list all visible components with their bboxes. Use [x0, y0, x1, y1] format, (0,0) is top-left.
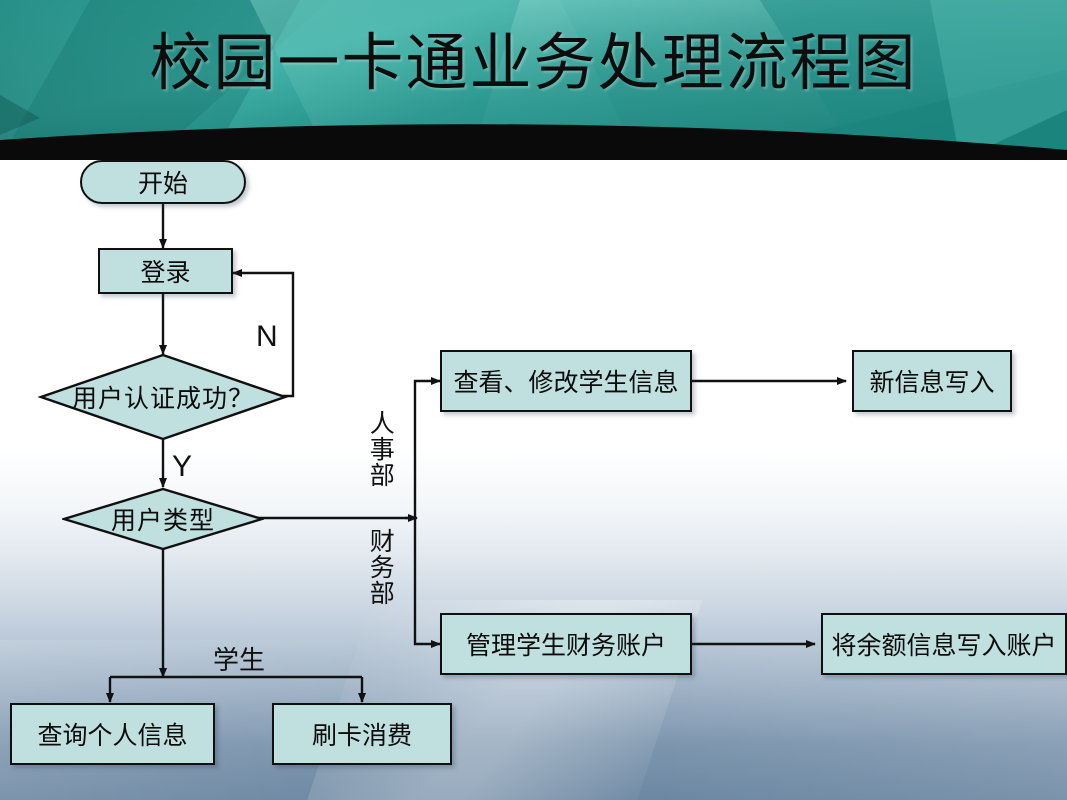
- edge-trunk-managefin: [413, 518, 441, 648]
- node-start-label: 开始: [137, 171, 188, 198]
- node-query-personal-info[interactable]: 查询个人信息: [10, 703, 215, 765]
- diamond-shape-auth: [38, 353, 288, 441]
- node-manage-student-finance-account-label: 管理学生财务账户: [465, 633, 666, 660]
- node-auth-success-label: 用户认证成功？: [71, 386, 254, 413]
- slide-header-banner: 校园一卡通业务处理流程图: [0, 0, 1067, 160]
- edge-trunk-viewedit: [413, 377, 441, 518]
- edge-label-yes: Y: [172, 450, 193, 483]
- node-user-type-label: 用户类型: [110, 508, 215, 535]
- node-query-personal-info-label: 查询个人信息: [37, 723, 188, 750]
- page-title: 校园一卡通业务处理流程图: [149, 30, 918, 98]
- banner-facets: [0, 0, 1067, 160]
- edge-label-hr-dept: 人事部: [366, 410, 394, 488]
- edge-label-finance-dept: 财务部: [366, 528, 394, 606]
- node-swipe-card-consumption[interactable]: 刷卡消费: [272, 703, 452, 765]
- node-write-balance-to-account[interactable]: 将余额信息写入账户: [821, 613, 1067, 675]
- node-view-edit-student-info-label: 查看、修改学生信息: [453, 370, 679, 397]
- diamond-shape-usertype: [62, 487, 264, 551]
- edge-label-no: N: [256, 320, 278, 353]
- node-view-edit-student-info[interactable]: 查看、修改学生信息: [440, 350, 692, 412]
- node-start[interactable]: 开始: [80, 160, 246, 204]
- node-login[interactable]: 登录: [98, 248, 233, 294]
- edge-label-student: 学生: [213, 646, 266, 675]
- node-auth-success[interactable]: 用户认证成功？: [38, 352, 288, 442]
- node-swipe-card-consumption-label: 刷卡消费: [311, 723, 412, 750]
- node-login-label: 登录: [140, 260, 191, 287]
- node-write-new-info-label: 新信息写入: [869, 370, 995, 397]
- node-manage-student-finance-account[interactable]: 管理学生财务账户: [440, 613, 692, 675]
- node-write-new-info[interactable]: 新信息写入: [852, 350, 1012, 412]
- node-user-type[interactable]: 用户类型: [62, 487, 264, 551]
- node-write-balance-to-account-label: 将余额信息写入账户: [831, 633, 1057, 660]
